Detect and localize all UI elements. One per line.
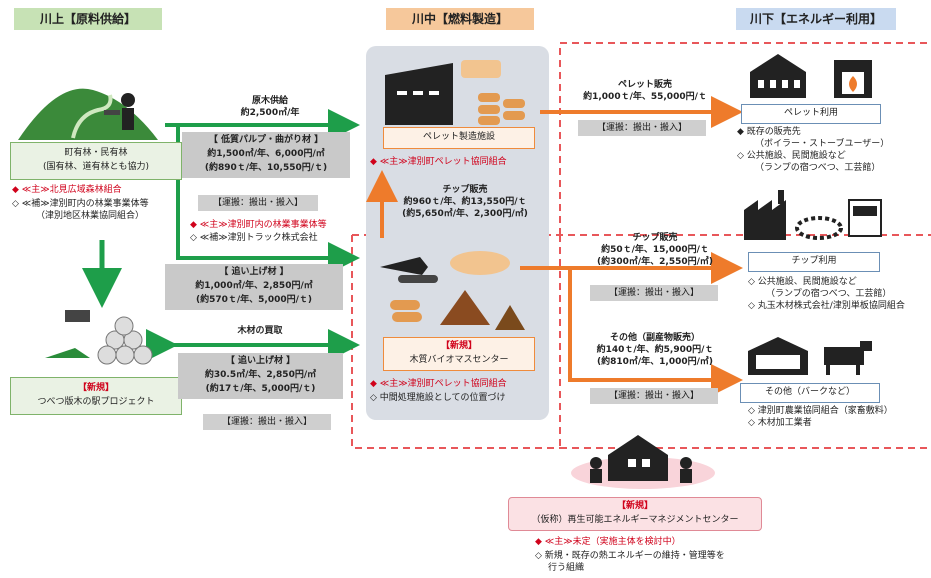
oiage-box-1: 【 追い上げ材 】 約1,000㎥/年、2,850円/㎥ (約570ｔ/年、5,… [165,264,343,310]
biomass-note: ◇ 中間処理施設としての位置づけ [370,393,506,403]
center-new-tag: 【新規】 [616,501,653,511]
upstream-main-org: ◆ ≪主≫北見広域森林組合 [12,185,122,195]
upstream-sub-org-2: （津別地区林業協同組合） [36,211,145,221]
center-main: ◆ ≪主≫未定（実施主体を検討中） [535,537,681,547]
forest-box: 町有林・民有林 (国有林、道有林とも協力) [10,142,182,180]
pellet-use-box: ペレット利用 [741,104,881,124]
pulp-line2: 約1,500㎥/年、6,000円/㎥ [207,149,325,159]
center-title: （仮称）再生可能エネルギーマネジメントセンター [531,515,739,525]
log-supply-amount: 約2,500㎥/年 [240,108,300,118]
biomass-new-tag: 【新規】 [440,341,477,351]
forest-box-line1: 町有林・民有林 [64,148,128,158]
forest-mountain-illustration [18,88,158,140]
chip-sale-title: チップ販売 [442,185,488,195]
pulp-line3: (約890ｔ/年、10,550円/ｔ) [204,163,328,173]
other-use-item-2: ◇ 木材加工業者 [748,418,812,428]
other-use-box: その他（バークなど） [740,383,880,403]
transport-label-1: 【運搬：搬出・搬入】 [198,195,318,211]
chipper-machine-icon [380,251,525,330]
pulp-title: 【 低質パルプ・曲がり材 】 [208,135,324,145]
chip-use-item-2: （ランプの宿つべつ、工芸館） [766,289,892,299]
project-new-tag: 【新規】 [77,383,114,393]
other-sale-title: その他（副産物販売） [609,333,700,343]
oiage2-title: 【 追い上げ材 】 [225,356,296,366]
pellet-use-item-3: ◇ 公共施設、民間施設など [737,151,846,161]
chip-use-label: チップ利用 [791,256,837,266]
chip-sale-down-line2: 約50ｔ/年、15,000円/ｔ [601,245,709,255]
pellet-use-item-4: （ランプの宿つべつ、工芸館） [755,163,881,173]
barn-and-cow-icon [748,337,872,375]
project-name: つべつ版木の駅プロジェクト [37,397,155,407]
other-sale-line2: 約140ｔ/年、約5,900円/ｔ [596,345,714,355]
pellet-plant-label: ペレット製造施設 [422,132,495,142]
forest-box-line2: (国有林、道有林とも協力) [42,162,150,172]
chip-sale-down-line3: (約300㎥/年、2,550円/㎥) [596,257,714,267]
transport-label-a: 【運搬：搬出・搬入】 [578,120,706,136]
pellet-use-item-1: ◆ 既存の販売先 [737,127,801,137]
header-midstream: 川中【燃料製造】 [386,8,534,30]
factory-and-boiler-icon [744,190,882,240]
biomass-center-label: 木質バイオマスセンター [409,355,509,365]
pellet-use-item-2: （ボイラー・ストーブユーザー） [755,139,890,149]
pellet-sale-title: ペレット販売 [617,80,672,90]
woodpile-chainsaw-icon [45,310,153,365]
chip-use-item-1: ◇ 公共施設、民間施設など [748,277,857,287]
oiage-box-2: 【 追い上げ材 】 約30.5㎥/年、2,850円/㎥ (約17ｔ/年、5,00… [178,353,343,399]
chip-sale-line2: 約960ｔ/年、約13,550円/ｔ [403,197,527,207]
other-use-item-1: ◇ 津別町農業協同組合（家畜敷料） [748,406,893,416]
transport-label-c: 【運搬：搬出・搬入】 [590,388,718,404]
chip-use-item-3: ◇ 丸玉木材株式会社/津別単板協同組合 [748,301,905,311]
pellet-sale-amount: 約1,000ｔ/年、55,000円/ｔ [583,92,707,102]
other-sale-line3: (約810㎥/年、1,000円/㎥) [596,357,714,367]
biomass-center-box: 【新規】 木質バイオマスセンター [383,337,535,371]
center-note-1: ◇ 新規・既存の熱エネルギーの維持・管理等を [535,551,725,561]
chip-sale-down-title: チップ販売 [632,233,678,243]
project-box: 【新規】 つべつ版木の駅プロジェクト [10,377,182,415]
oiage1-line3: (約570ｔ/年、5,000円/ｔ) [195,295,313,305]
management-center-box: 【新規】 （仮称）再生可能エネルギーマネジメントセンター [508,497,762,531]
transport-label-b: 【運搬：搬出・搬入】 [590,285,718,301]
log-main-org: ◆ ≪主≫津別町内の林業事業体等 [190,220,327,230]
house-and-stove-icon [750,54,872,98]
log-sub-org: ◇ ≪補≫津別トラック株式会社 [190,233,318,243]
other-use-label: その他（バークなど） [764,387,855,397]
biomass-org: ◆ ≪主≫津別町ペレット協同組合 [370,379,507,389]
oiage2-line2: 約30.5㎥/年、2,850円/㎥ [204,370,317,380]
pellet-org: ◆ ≪主≫津別町ペレット協同組合 [370,157,507,167]
pellet-factory-icon [385,60,525,125]
pellet-use-label: ペレット利用 [783,108,838,118]
header-downstream: 川下【エネルギー利用】 [736,8,896,30]
header-upstream: 川上【原料供給】 [14,8,162,30]
pellet-plant-box: ペレット製造施設 [383,127,535,149]
oiage1-title: 【 追い上げ材 】 [219,267,289,277]
oiage1-line2: 約1,000㎥/年、2,850円/㎥ [195,281,313,291]
oiage2-line3: (約17ｔ/年、5,000円/ｔ) [205,384,316,394]
transport-label-2: 【運搬：搬出・搬入】 [203,414,331,430]
pulp-box: 【 低質パルプ・曲がり材 】 約1,500㎥/年、6,000円/㎥ (約890ｔ… [182,132,350,178]
center-note-2: 行う組織 [548,563,585,573]
log-supply-title: 原木供給 [251,96,288,106]
upstream-sub-org-1: ◇ ≪補≫津別町内の林業事業体等 [12,199,149,209]
chip-use-box: チップ利用 [748,252,880,272]
chip-sale-line3: (約5,650㎥/年、2,300円/㎥) [402,209,528,219]
purchase-title: 木材の買取 [237,326,283,336]
management-center-icon [571,435,715,489]
